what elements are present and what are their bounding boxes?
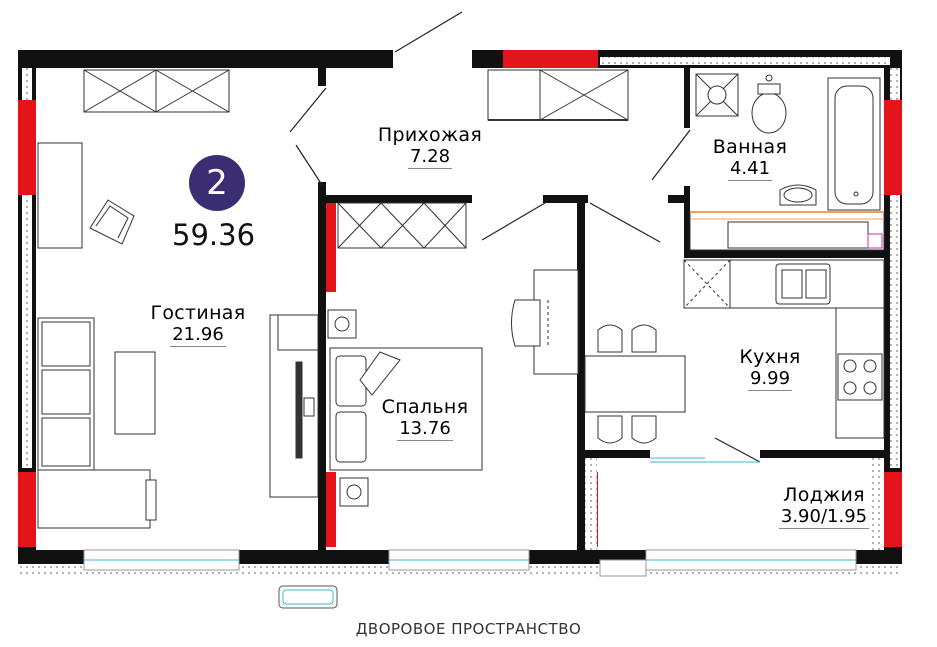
bedroom-name: Спальня — [381, 396, 469, 418]
bathroom-fixtures — [689, 73, 885, 251]
hallway-furniture — [487, 69, 629, 121]
bedroom-label: Спальня 13.76 — [368, 396, 482, 441]
kitchen-furniture — [584, 259, 885, 444]
loggia-label: Лоджия 3.90/1.95 — [768, 484, 880, 529]
loggia-area: 3.90/1.95 — [778, 506, 870, 529]
total-area: 59.36 — [172, 218, 256, 252]
hallway-area: 7.28 — [407, 146, 453, 169]
kitchen-name: Кухня — [739, 346, 801, 368]
kitchen-area: 9.99 — [747, 368, 793, 391]
bathroom-label: Ванная 4.41 — [695, 136, 805, 181]
living-label: Гостиная 21.96 — [136, 302, 260, 347]
interior-walls — [318, 68, 884, 550]
bathroom-area: 4.41 — [727, 158, 773, 181]
living-area: 21.96 — [170, 324, 226, 347]
hallway-label: Прихожая 7.28 — [360, 124, 500, 169]
bedroom-furniture — [327, 202, 579, 507]
bathroom-name: Ванная — [712, 136, 788, 158]
rooms-count: 2 — [206, 163, 228, 203]
rooms-count-badge: 2 — [189, 155, 245, 211]
ac-unit — [278, 585, 338, 609]
living-furniture — [37, 69, 319, 529]
living-name: Гостиная — [150, 302, 246, 324]
bedroom-area: 13.76 — [397, 418, 453, 441]
kitchen-label: Кухня 9.99 — [722, 346, 818, 391]
bottom-wall — [18, 549, 902, 577]
hallway-name: Прихожая — [377, 124, 483, 146]
loggia-name: Лоджия — [783, 484, 865, 506]
courtyard-caption: ДВОРОВОЕ ПРОСТРАНСТВО — [355, 620, 582, 638]
doors — [289, 11, 761, 463]
